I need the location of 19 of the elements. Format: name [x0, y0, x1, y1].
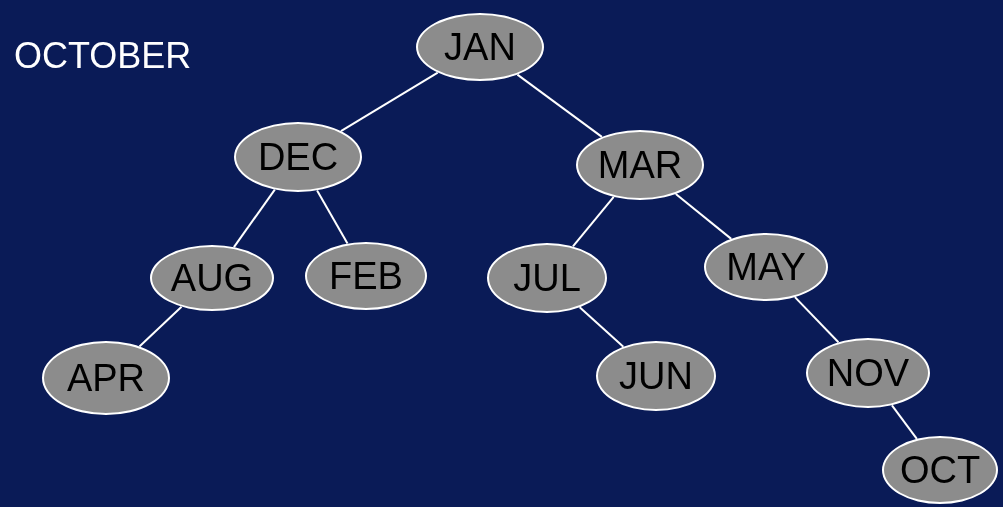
- connector-line: [316, 189, 349, 245]
- connector-line: [339, 71, 439, 133]
- connector-line: [793, 296, 840, 344]
- node-label: AUG: [170, 259, 254, 297]
- node-label: JUN: [619, 357, 693, 395]
- node-label: APR: [66, 359, 146, 397]
- node-label: OCT: [899, 451, 981, 489]
- node-label: DEC: [257, 138, 339, 176]
- node-label: JUL: [513, 259, 581, 297]
- connector-line: [516, 73, 603, 138]
- connector-line: [674, 193, 733, 240]
- node-label: MAY: [726, 248, 806, 286]
- connector-line: [578, 306, 625, 348]
- heading-label: OCTOBER: [14, 38, 192, 74]
- connector-line: [138, 305, 183, 348]
- node-label: FEB: [329, 257, 403, 295]
- node-label: NOV: [826, 354, 910, 392]
- node-label: MAR: [597, 146, 683, 184]
- node-label: JAN: [444, 28, 516, 66]
